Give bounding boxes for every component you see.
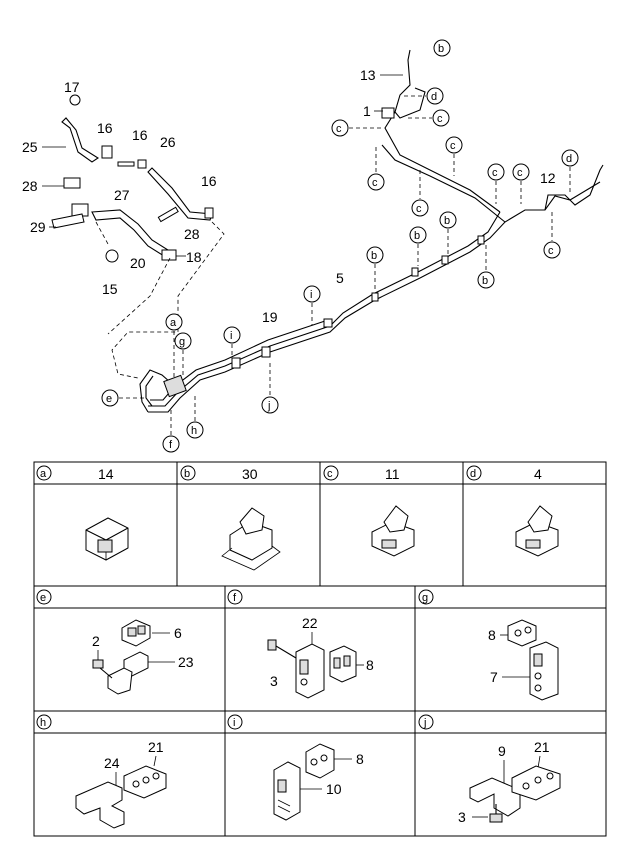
ref-c: c: [336, 123, 342, 135]
callout-1: 1: [363, 103, 371, 119]
hose-assembly: [51, 94, 225, 379]
ref-e: e: [106, 393, 112, 405]
cell-j-part-21: 21: [534, 739, 550, 755]
callout-16b: 16: [132, 127, 148, 143]
cell-i-part-8: 8: [356, 751, 364, 767]
ref-b: b: [371, 250, 377, 262]
cell-d-part: 4: [534, 466, 542, 482]
clip-14-drawing: [85, 517, 129, 561]
clip-10-drawing: [273, 761, 301, 821]
callout-15: 15: [102, 281, 118, 297]
bolt-2-drawing: [92, 650, 113, 679]
clip-8-g-drawing: [507, 619, 537, 647]
callout-19: 19: [262, 309, 278, 325]
cell-g-part-8: 8: [488, 627, 496, 643]
callout-12: 12: [540, 170, 556, 186]
cell-c-letter: c: [327, 468, 333, 480]
clip-6-drawing: [121, 619, 151, 647]
cell-h-part-21: 21: [148, 739, 164, 755]
callout-27: 27: [114, 187, 130, 203]
ref-c: c: [548, 245, 554, 257]
cell-h-letter: h: [40, 717, 46, 729]
callout-16c: 16: [201, 173, 217, 189]
ref-i: i: [230, 330, 232, 342]
callout-numbers: 17 25 16 16 26 27 16 28 28 29 20 18 15 1…: [22, 67, 556, 325]
cell-a-letter: a: [40, 468, 47, 480]
clip-22-drawing: [295, 643, 325, 699]
ref-b: b: [414, 230, 420, 242]
clip-4-drawing: [515, 505, 559, 557]
cell-i-letter: i: [233, 717, 235, 729]
cell-b-letter: b: [184, 468, 190, 480]
cell-j-letter: j: [423, 717, 426, 729]
ref-b: b: [444, 215, 450, 227]
ref-b-top: b: [438, 43, 444, 55]
clip-21-drawing: [123, 765, 167, 799]
callout-13: 13: [360, 67, 376, 83]
cell-d-letter: d: [470, 468, 476, 480]
bracket-24-drawing: [75, 781, 125, 829]
cell-c-part: 11: [385, 466, 400, 482]
ref-h: h: [191, 425, 197, 437]
cell-e-part-6: 6: [174, 625, 182, 641]
cell-g-part-7: 7: [490, 669, 498, 685]
clip-11-drawing: [371, 505, 415, 557]
ref-c: c: [416, 203, 422, 215]
cell-f-letter: f: [233, 592, 237, 604]
cell-e-letter: e: [40, 592, 46, 604]
ref-c: c: [450, 140, 456, 152]
brake-pipe-assembly: [139, 49, 604, 413]
callout-26: 26: [160, 134, 176, 150]
callout-28a: 28: [22, 178, 38, 194]
ref-d: d: [566, 153, 572, 165]
cell-f-part-22: 22: [302, 615, 318, 631]
ref-g: g: [179, 336, 185, 348]
cell-j-part-3: 3: [458, 809, 466, 825]
reference-letters: b d c c c c c c c c d b b b b i i: [101, 39, 579, 453]
callout-20: 20: [130, 255, 146, 271]
callout-18: 18: [186, 249, 202, 265]
callout-17: 17: [64, 79, 80, 95]
ref-d: d: [431, 91, 437, 103]
bracket-23-drawing: [107, 651, 149, 695]
ref-j: j: [267, 400, 270, 412]
callout-29: 29: [30, 219, 46, 235]
cell-e-part-2: 2: [92, 633, 100, 649]
cell-f-part-3: 3: [270, 673, 278, 689]
callout-5: 5: [336, 270, 344, 286]
cell-e-part-23: 23: [178, 654, 194, 670]
cell-a-part: 14: [98, 466, 114, 482]
ref-c: c: [372, 177, 378, 189]
clip-7-drawing: [529, 641, 559, 701]
callout-28b: 28: [184, 226, 200, 242]
detail-table: a 14 b 30 c 11 d 4 e f g: [33, 461, 607, 837]
ref-c: c: [492, 167, 498, 179]
bolt-3-drawing: [267, 639, 297, 659]
bolt-3-j-drawing: [489, 804, 503, 823]
ref-f: f: [169, 439, 173, 451]
clip-8-drawing: [329, 645, 357, 683]
clip-8-i-drawing: [305, 743, 335, 779]
cell-i-part-10: 10: [326, 781, 342, 797]
ref-a: a: [170, 317, 177, 329]
cell-b-part: 30: [242, 466, 258, 482]
clip-30-drawing: [221, 507, 281, 571]
ref-b: b: [482, 275, 488, 287]
cell-f-part-8: 8: [366, 657, 374, 673]
ref-i: i: [310, 289, 312, 301]
cell-j-part-9: 9: [498, 743, 506, 759]
cell-h-part-24: 24: [104, 755, 120, 771]
callout-16a: 16: [97, 120, 113, 136]
ref-c: c: [517, 167, 523, 179]
ref-c: c: [437, 113, 443, 125]
cell-g-letter: g: [422, 592, 428, 604]
clip-21-j-drawing: [511, 765, 561, 801]
callout-25: 25: [22, 139, 38, 155]
bracket-9-drawing: [469, 777, 521, 817]
